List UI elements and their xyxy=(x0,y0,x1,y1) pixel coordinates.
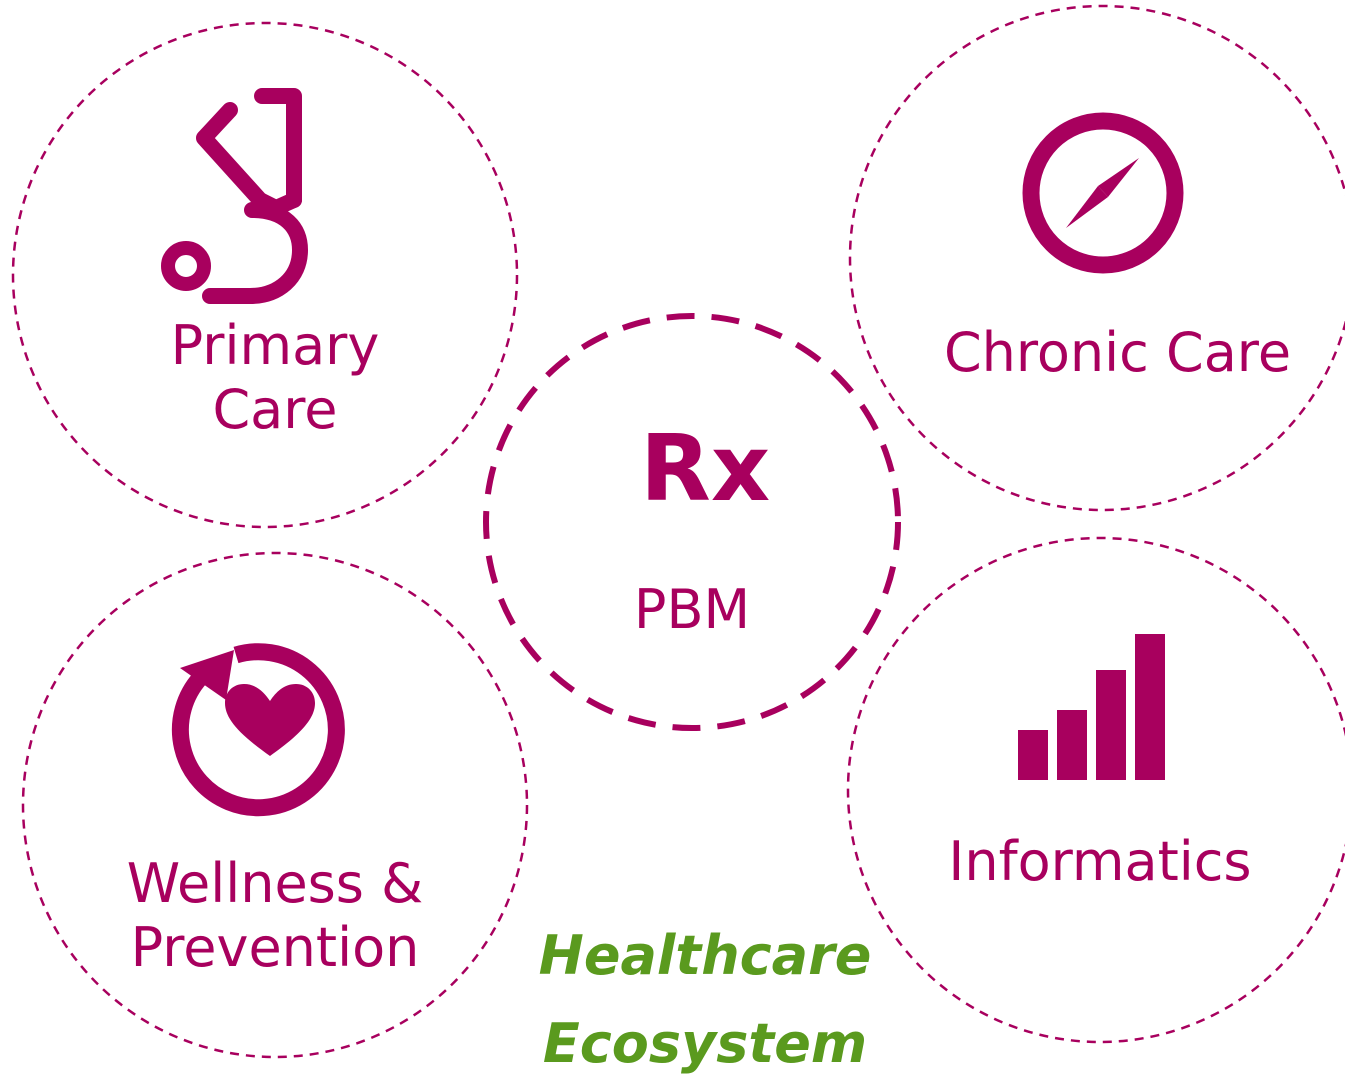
wellness-prevention-label-line2: Prevention xyxy=(130,916,420,979)
primary-care-label-line2: Care xyxy=(212,378,338,441)
pbm-circle xyxy=(483,313,901,731)
diagram-title-line1: Healthcare xyxy=(538,924,872,987)
chronic-care-label-line1: Chronic Care xyxy=(943,321,1292,384)
compass-icon xyxy=(1022,112,1184,274)
svg-text:Rx: Rx xyxy=(640,415,770,522)
rx-icon: Rx xyxy=(640,415,770,522)
pbm-label-line1: PBM xyxy=(633,578,751,641)
chronic-care-circle xyxy=(848,4,1345,512)
informatics-label-line1: Informatics xyxy=(948,830,1252,893)
chronic-care-label: Chronic Care xyxy=(915,321,1320,385)
wellness-prevention-label: Wellness & Prevention xyxy=(95,852,455,980)
diagram-title: Healthcare Ecosystem xyxy=(510,912,900,1088)
diagram-title-line2: Ecosystem xyxy=(542,1012,868,1075)
wellness-prevention-circle xyxy=(21,551,529,1059)
primary-care-circle xyxy=(11,21,519,529)
primary-care-label-line1: Primary xyxy=(170,314,380,377)
wellness-prevention-label-line1: Wellness & xyxy=(126,852,424,915)
bar-chart-icon xyxy=(1018,634,1165,780)
informatics-circle xyxy=(846,536,1345,1044)
informatics-label: Informatics xyxy=(900,830,1300,894)
pbm-label: PBM xyxy=(592,578,792,642)
primary-care-label: Primary Care xyxy=(140,314,410,442)
heart-cycle-icon xyxy=(171,643,345,817)
stethoscope-icon xyxy=(161,88,308,304)
